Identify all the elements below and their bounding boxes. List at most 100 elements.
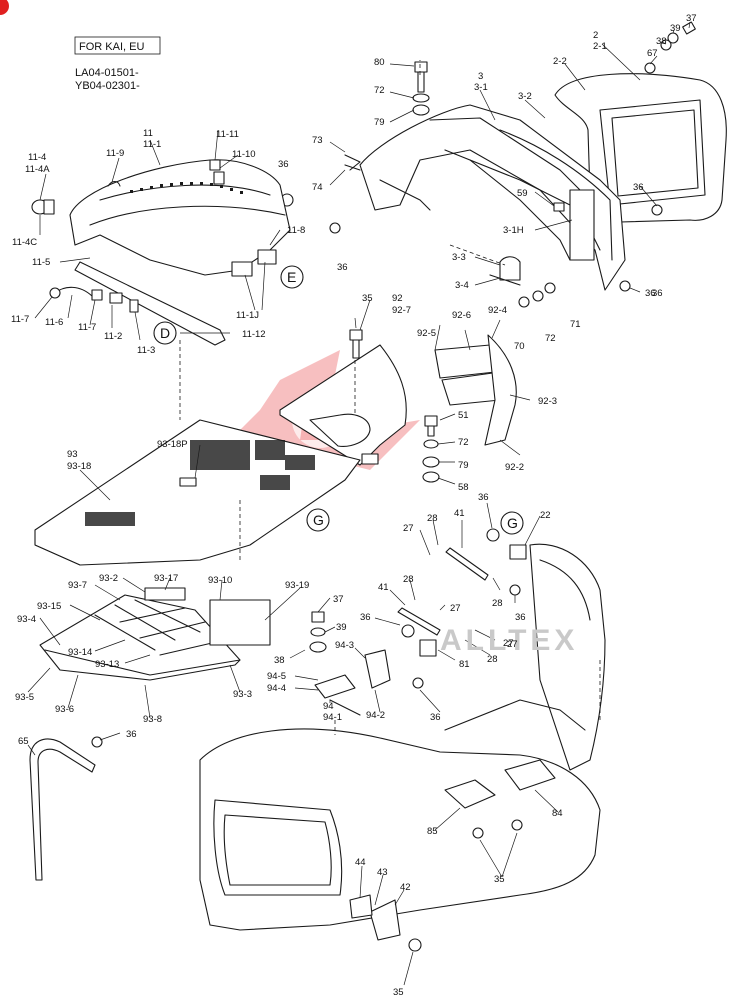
part-label: 92 — [392, 293, 403, 304]
washer-72 — [532, 290, 544, 302]
part-label: 3-4 — [455, 280, 469, 291]
callout-g1 — [306, 508, 330, 532]
callout-d-label: D — [160, 325, 170, 341]
corner-mark — [0, 0, 9, 15]
bolt-36-frame — [329, 222, 341, 234]
part-label: 3-2 — [518, 91, 532, 102]
part-label: 3 — [478, 71, 483, 82]
part-label: 71 — [570, 319, 581, 330]
part-label: 94-3 — [335, 640, 354, 651]
part-label: 11-12 — [242, 329, 266, 340]
part-label: 79 — [374, 117, 385, 128]
part-label: 37 — [333, 594, 344, 605]
part-label: 93-6 — [55, 704, 74, 715]
part-label: 92-7 — [392, 305, 411, 316]
part-label: 11-7 — [11, 314, 29, 325]
part-label: 67 — [647, 48, 658, 59]
part-label: 93-18P — [157, 439, 188, 450]
part-label: 93-13 — [95, 659, 119, 670]
part-label: 11-8 — [287, 225, 305, 236]
part-label: 3-1 — [474, 82, 488, 93]
part-label: 11-3 — [137, 345, 155, 356]
bolt-80 — [412, 61, 430, 116]
part-label: 36 — [126, 729, 137, 740]
part-label: 35 — [362, 293, 373, 304]
part-label: 84 — [552, 808, 563, 819]
part-label: 11-4A — [25, 164, 50, 175]
clip-73-74 — [344, 154, 361, 171]
part-label: 81 — [459, 659, 470, 670]
hood-11 — [69, 159, 291, 277]
part-label: 41 — [378, 582, 389, 593]
part-label: 11-4C — [12, 237, 37, 248]
part-label: 36 — [645, 288, 656, 299]
latch-42-44 — [349, 894, 422, 952]
washer-70 — [518, 296, 530, 308]
callout-e — [280, 265, 304, 289]
pad-93-19 — [209, 599, 271, 646]
part-label: 11-11 — [216, 129, 239, 140]
part-label: 74 — [312, 182, 323, 193]
part-label: 11-4 — [28, 152, 46, 163]
part-label: 38 — [656, 36, 667, 47]
watermark-text: ALLTEX — [440, 624, 578, 657]
bolt-37-mid — [309, 611, 327, 653]
brackets-84-85 — [444, 759, 556, 839]
part-label: 94-2 — [366, 710, 385, 721]
part-label: 93-15 — [37, 601, 61, 612]
leader-lines — [27, 21, 691, 986]
part-label: 93-2 — [99, 573, 118, 584]
part-label: 41 — [454, 508, 465, 519]
part-label: 36 — [337, 262, 348, 273]
part-label: 27 — [403, 523, 414, 534]
callout-g2-label: G — [507, 515, 518, 531]
part-label: 44 — [355, 857, 366, 868]
part-label: 39 — [336, 622, 347, 633]
header-box — [74, 36, 161, 55]
part-label: 27 — [503, 638, 514, 649]
part-label: 11-1J — [236, 310, 259, 321]
part-label: 73 — [312, 135, 323, 146]
part-label: 2-1 — [593, 41, 607, 52]
part-label: 70 — [514, 341, 525, 352]
bolt-35-plate — [349, 329, 363, 359]
part-label: 37 — [686, 13, 697, 24]
part-label: 94-4 — [267, 683, 286, 694]
part-label: 11-2 — [104, 331, 122, 342]
part-label: 92-4 — [488, 305, 507, 316]
part-label: 93-7 — [68, 580, 87, 591]
part-label: 3-1H — [503, 225, 524, 236]
part-label: 2-2 — [553, 56, 567, 67]
part-label: 27 — [450, 603, 461, 614]
front-cover — [199, 543, 606, 931]
part-label: 93-5 — [15, 692, 34, 703]
bracket-94 — [314, 649, 391, 716]
part-label: 11-9 — [106, 148, 124, 159]
rod-41 — [397, 547, 489, 636]
bracket-3-3 — [489, 256, 521, 286]
part-label: 11-10 — [232, 149, 256, 160]
callout-e-label: E — [287, 269, 296, 285]
clip-11-9 — [107, 180, 121, 187]
part-label: 85 — [427, 826, 438, 837]
part-label: 11-5 — [32, 257, 50, 268]
part-label: 36 — [278, 159, 289, 170]
part-label: 65 — [18, 736, 29, 747]
part-label: 36 — [360, 612, 371, 623]
serial-range-1: LA04-01501- — [75, 67, 139, 79]
part-label: 92-6 — [452, 310, 471, 321]
part-label: 36 — [652, 288, 663, 299]
part-label: 92-2 — [505, 462, 524, 473]
part-label: 79 — [458, 460, 469, 471]
part-label: 3-3 — [452, 252, 466, 263]
part-label: 39 — [670, 23, 681, 34]
header-note: FOR KAI, EU — [79, 41, 144, 53]
hood-frame-3 — [359, 104, 626, 291]
part-label: 93-10 — [208, 575, 232, 586]
part-label: 38 — [274, 655, 285, 666]
bolt-51 — [422, 415, 440, 483]
part-label: 35 — [494, 874, 505, 885]
part-label: 28 — [487, 654, 498, 665]
